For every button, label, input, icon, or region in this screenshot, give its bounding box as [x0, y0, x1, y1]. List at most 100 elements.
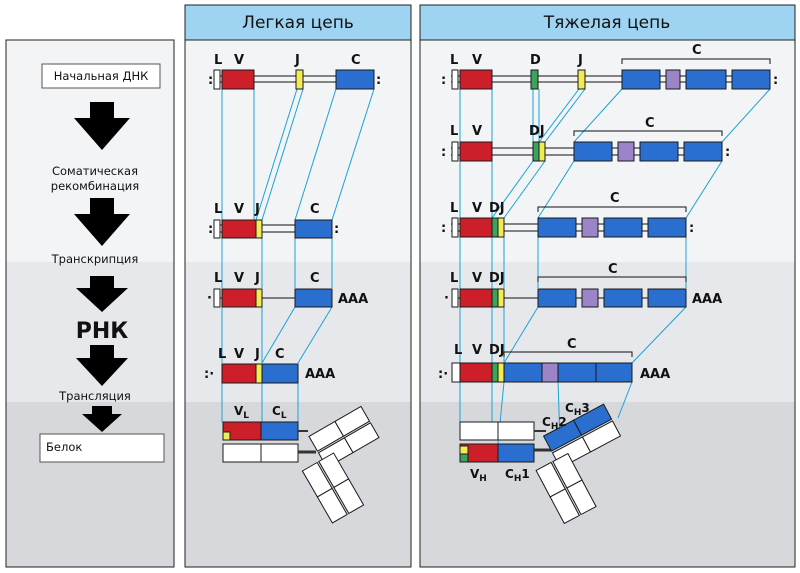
heavy-chain-header	[420, 5, 795, 40]
start-dna-label: Начальная ДНК	[54, 69, 149, 83]
svg-text::: :	[689, 221, 694, 236]
svg-text:DJ: DJ	[529, 124, 545, 139]
light-chain-panel: Легкая цепь : :	[184, 4, 412, 568]
svg-text:C: C	[310, 271, 320, 286]
svg-text:DJ: DJ	[489, 271, 505, 286]
heavy-row-vdj: : : L V DJ C	[441, 191, 694, 238]
svg-text:J: J	[254, 271, 260, 286]
light-V-segment	[221, 69, 255, 90]
light-J-segment	[295, 69, 304, 90]
light-row-germline: : : L V J C	[208, 53, 381, 90]
heavy-polyA-2: AAA	[640, 367, 670, 382]
svg-text:C: C	[608, 262, 618, 277]
svg-text::: :	[441, 73, 446, 88]
heavy-row-germline: : : L V D J C	[441, 43, 778, 90]
heavy-chain-panel: Тяжелая цепь	[419, 4, 796, 568]
light-row-mrna: :· L V J C AAA	[204, 347, 335, 384]
svg-text:V: V	[234, 271, 244, 286]
svg-text:DJ: DJ	[489, 343, 505, 358]
light-polyA-2: AAA	[305, 367, 335, 382]
light-chain-title: Легкая цепь	[242, 13, 354, 33]
flow-panel-border	[5, 39, 175, 568]
transcription-label: Транскрипция	[51, 252, 139, 266]
light-label-V: V	[234, 53, 244, 68]
svg-text::: :	[441, 145, 446, 160]
svg-text::: :	[376, 73, 381, 88]
svg-text:D: D	[530, 53, 541, 68]
flow-arrow-5	[82, 406, 122, 432]
heavy-protein: VH CH1 CH2 CH3	[459, 401, 622, 525]
svg-text:·: ·	[444, 291, 449, 306]
svg-text:V: V	[472, 124, 482, 139]
svg-text:V: V	[472, 343, 482, 358]
light-C-segment	[335, 69, 375, 90]
light-protein: VL CL	[222, 404, 380, 524]
start-dna-box	[41, 63, 161, 89]
recombination-label-1: Соматическая	[52, 164, 138, 178]
svg-text::·: :·	[438, 367, 448, 382]
light-link-lines	[221, 88, 375, 422]
flow-arrow-1	[74, 102, 130, 150]
svg-text:VL: VL	[234, 404, 249, 421]
svg-text::·: :·	[204, 367, 214, 382]
light-row-rearranged: : : L V J C	[208, 202, 339, 239]
light-panel-border	[184, 4, 412, 568]
light-label-L: L	[214, 53, 222, 68]
svg-text:V: V	[472, 271, 482, 286]
svg-text::: :	[334, 222, 339, 237]
svg-text:V: V	[472, 201, 482, 216]
flow-bg-bottom	[6, 402, 174, 567]
svg-text::: :	[773, 73, 778, 88]
heavy-row-mrna: :· L V DJ C AAA	[438, 337, 670, 383]
svg-text:L: L	[214, 202, 222, 217]
protein-label: Белок	[46, 440, 82, 454]
svg-text:L: L	[450, 124, 458, 139]
heavy-row-transcript: · L V DJ C AAA	[444, 262, 722, 308]
svg-text:CH3: CH3	[565, 401, 590, 418]
svg-text:V: V	[234, 202, 244, 217]
svg-text:CH1: CH1	[505, 467, 530, 484]
translation-label: Трансляция	[58, 389, 131, 403]
flow-arrow-3	[76, 276, 128, 312]
flow-arrow-2	[74, 198, 130, 246]
flow-arrow-4	[76, 345, 128, 386]
light-polyA-1: AAA	[338, 292, 368, 307]
svg-text::: :	[725, 145, 730, 160]
left-flow-panel: Начальная ДНК Соматическая рекомбинация …	[5, 39, 175, 568]
svg-text:C: C	[275, 347, 285, 362]
recombination-label-2: рекомбинация	[51, 179, 139, 193]
svg-text:J: J	[577, 53, 583, 68]
svg-text:L: L	[450, 201, 458, 216]
svg-text:DJ: DJ	[489, 201, 505, 216]
svg-text:V: V	[472, 53, 482, 68]
svg-text:C: C	[645, 116, 655, 131]
svg-text:·: ·	[207, 291, 212, 306]
svg-text:C: C	[692, 43, 702, 58]
svg-text:L: L	[450, 271, 458, 286]
svg-text::: :	[441, 221, 446, 236]
svg-text:C: C	[567, 337, 577, 352]
svg-text:J: J	[254, 347, 260, 362]
light-chain-header	[185, 5, 411, 40]
light-label-J: J	[294, 53, 300, 68]
svg-text:V: V	[234, 347, 244, 362]
heavy-row-dj: : : L V DJ C	[441, 116, 730, 162]
svg-text:C: C	[310, 202, 320, 217]
svg-text::: :	[208, 222, 213, 237]
light-label-C: C	[351, 53, 361, 68]
rna-label: РНК	[76, 319, 129, 344]
svg-text:CH2: CH2	[542, 415, 567, 432]
heavy-chain-title: Тяжелая цепь	[543, 13, 670, 33]
svg-text:L: L	[450, 53, 458, 68]
svg-text:J: J	[254, 202, 260, 217]
svg-text:C: C	[610, 191, 620, 206]
svg-text:L: L	[214, 271, 222, 286]
light-row-transcript: · L V J C AAA	[207, 271, 368, 308]
svg-text:CL: CL	[272, 404, 287, 421]
svg-text:L: L	[218, 347, 226, 362]
svg-text:L: L	[454, 343, 462, 358]
protein-box	[39, 433, 165, 463]
svg-text::: :	[208, 73, 213, 88]
light-L-segment	[213, 69, 221, 90]
